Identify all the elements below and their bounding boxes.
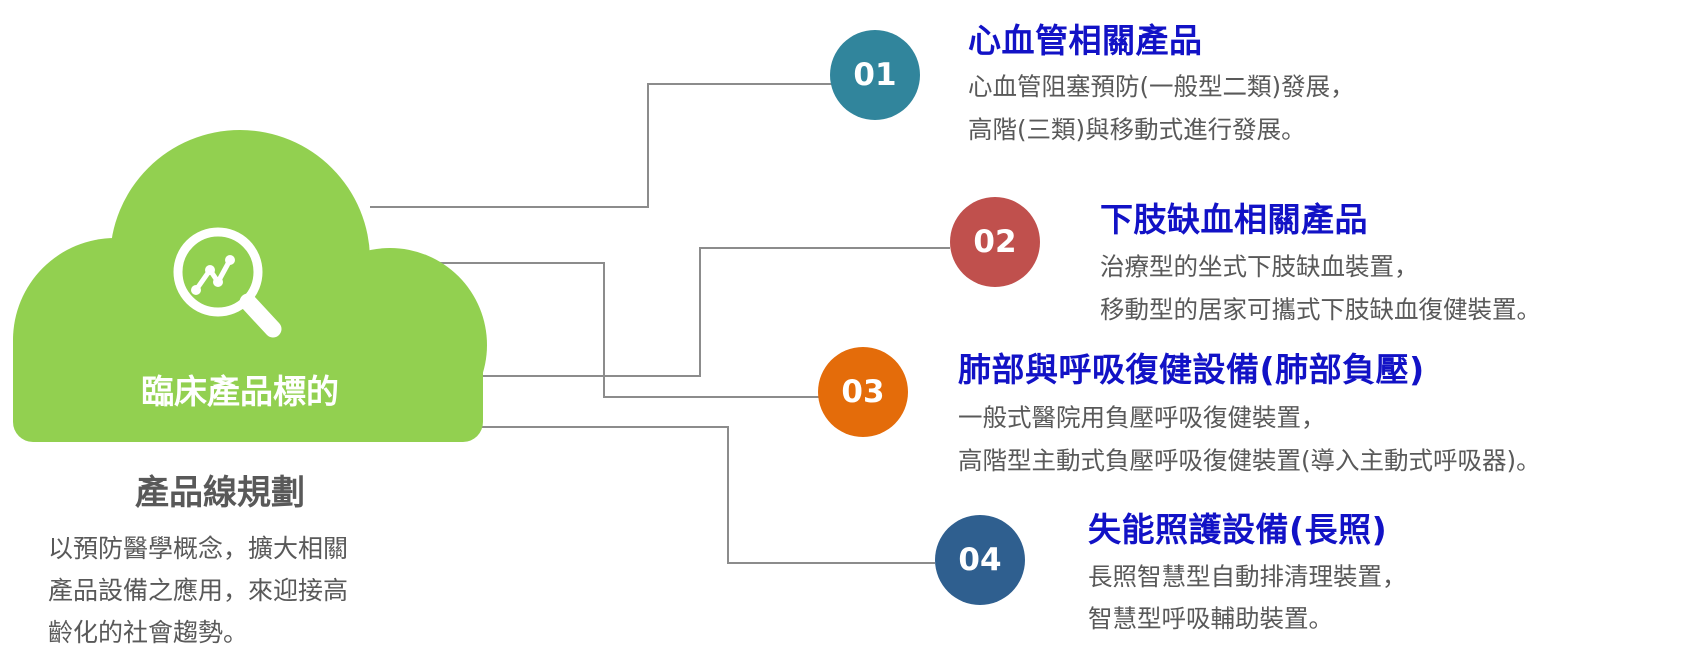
connector-04 [420, 426, 935, 564]
item-line-03-b: 高階型主動式負壓呼吸復健裝置(導入主動式呼吸器)。 [958, 446, 1541, 475]
connector-02 [405, 247, 950, 377]
item-line-01-a: 心血管阻塞預防(一般型二類)發展， [968, 72, 1355, 101]
description-line: 產品設備之應用，來迎接高 [48, 576, 349, 605]
badge-03: 03 [818, 347, 908, 437]
cloud-shape [13, 130, 487, 442]
item-line-01-b: 高階(三類)與移動式進行發展。 [968, 115, 1306, 144]
item-line-02-b: 移動型的居家可攜式下肢缺血復健裝置。 [1100, 295, 1541, 324]
magnifier-chart-icon [173, 227, 282, 338]
section-description: 以預防醫學概念，擴大相關 產品設備之應用，來迎接高 齡化的社會趨勢。 [48, 528, 418, 654]
item-title-03: 肺部與呼吸復健設備(肺部負壓) [958, 350, 1425, 389]
section-subtitle: 產品線規劃 [135, 473, 305, 513]
connector-03 [390, 262, 830, 398]
badge-04: 04 [935, 515, 1025, 605]
item-line-04-b: 智慧型呼吸輔助裝置。 [1088, 604, 1333, 633]
item-line-02-a: 治療型的坐式下肢缺血裝置， [1100, 252, 1419, 281]
connector-01 [370, 83, 840, 208]
item-line-04-a: 長照智慧型自動排清理裝置， [1088, 562, 1407, 591]
badge-01: 01 [830, 30, 920, 120]
badge-02: 02 [950, 197, 1040, 287]
item-title-02: 下肢缺血相關產品 [1100, 200, 1368, 239]
item-title-01: 心血管相關產品 [968, 21, 1203, 60]
item-line-03-a: 一般式醫院用負壓呼吸復健裝置， [958, 403, 1326, 432]
description-line: 齡化的社會趨勢。 [48, 618, 249, 647]
description-line: 以預防醫學概念，擴大相關 [48, 534, 349, 563]
item-title-04: 失能照護設備(長照) [1088, 510, 1388, 549]
cloud-label: 臨床產品標的 [141, 372, 339, 411]
